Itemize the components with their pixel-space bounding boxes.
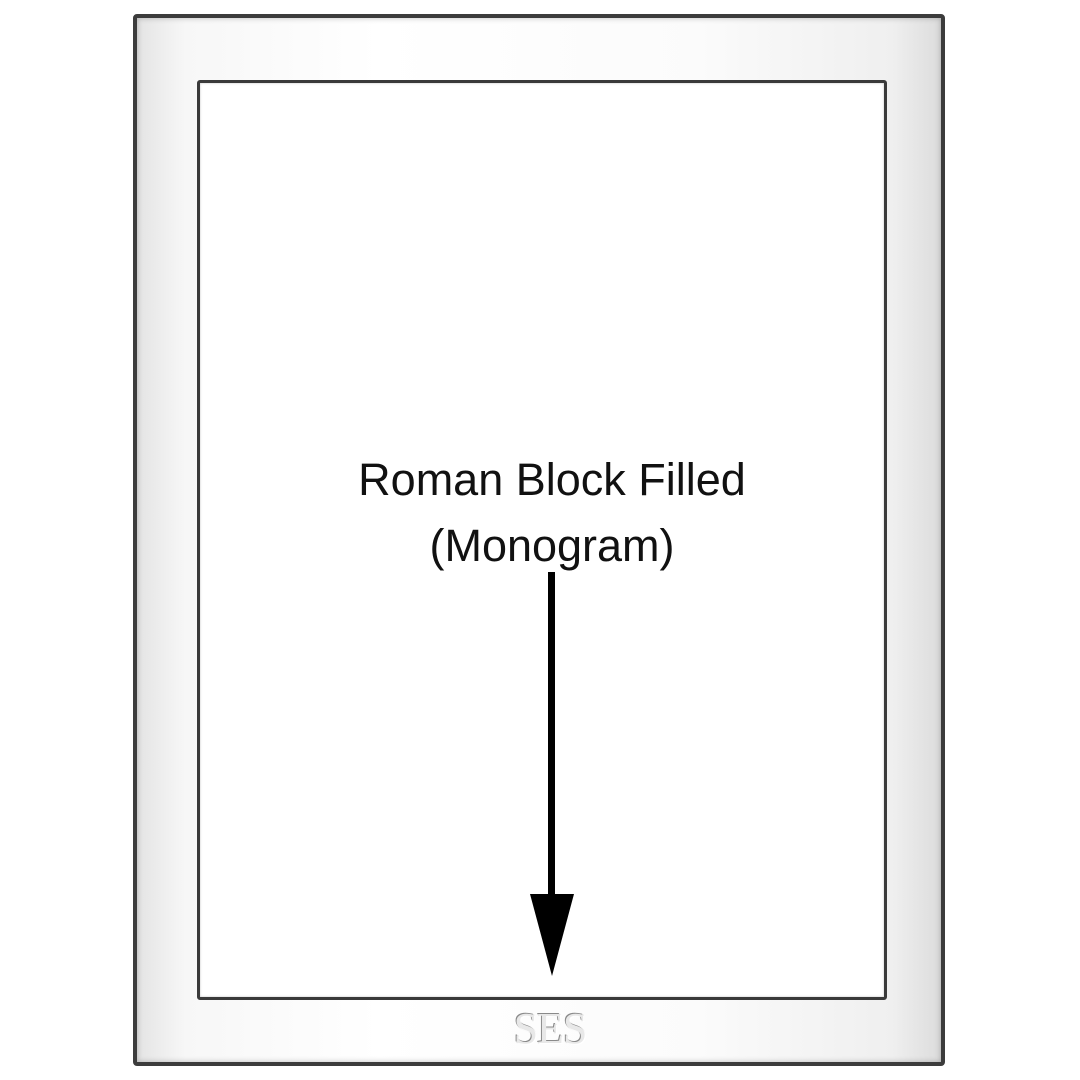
annotation-title: Roman Block Filled (358, 454, 746, 505)
annotation-subtitle: (Monogram) (429, 520, 675, 571)
engraved-monogram: SES (513, 1004, 588, 1053)
arrow-shaft (548, 572, 555, 902)
down-arrow-icon (530, 572, 574, 976)
photo-opening (197, 80, 887, 1000)
arrow-head (530, 894, 574, 976)
